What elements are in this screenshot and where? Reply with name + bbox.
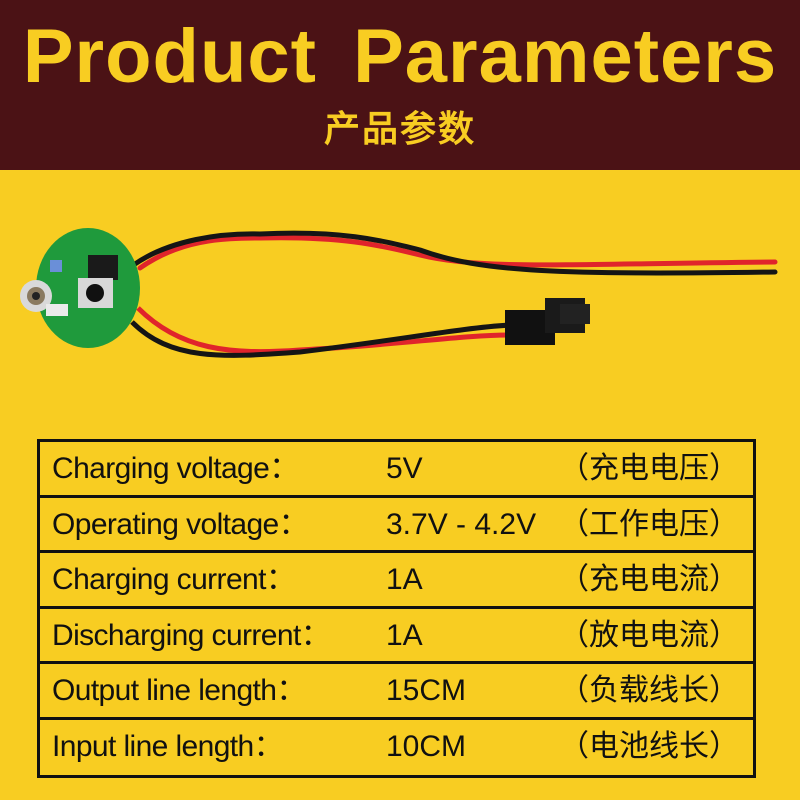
param-value: 3.7V - 4.2V	[386, 507, 537, 541]
table-row: Charging voltage： 5V （充电电压）	[40, 442, 753, 498]
output-wires	[132, 230, 778, 276]
param-label: Operating voltage：	[52, 507, 309, 541]
param-label: Input line length：	[52, 729, 284, 763]
param-value: 5V	[386, 452, 423, 485]
input-wires	[130, 306, 511, 358]
param-chinese: （工作电压）	[559, 507, 739, 541]
param-chinese: （负载线长）	[559, 674, 739, 707]
param-chinese: （放电电流）	[559, 618, 739, 652]
table-row: Charging current： 1A （充电电流）	[40, 553, 753, 609]
param-label: Charging voltage：	[52, 452, 299, 485]
param-value: 1A	[386, 618, 423, 652]
param-chinese: （电池线长）	[559, 729, 739, 763]
param-value: 15CM	[386, 674, 467, 707]
param-value: 10CM	[386, 729, 467, 763]
table-row: Output line length： 15CM （负载线长）	[40, 664, 753, 720]
page-subtitle: 产品参数	[323, 108, 476, 149]
connector	[505, 298, 590, 345]
parameters-table: Charging voltage： 5V （充电电压） Operating vo…	[37, 439, 756, 778]
table-row: Input line length： 10CM （电池线长）	[40, 720, 753, 776]
table-row: Operating voltage： 3.7V - 4.2V （工作电压）	[40, 498, 753, 553]
param-label: Charging current：	[52, 563, 296, 596]
product-photo	[20, 228, 778, 358]
table-row: Discharging current： 1A （放电电流）	[40, 609, 753, 664]
param-chinese: （充电电流）	[559, 563, 739, 596]
param-value: 1A	[386, 563, 423, 596]
page-title: Product Parameters	[22, 14, 778, 99]
pcb-board	[20, 228, 140, 348]
header-banner: Product Parameters 产品参数	[0, 0, 800, 170]
param-chinese: （充电电压）	[559, 452, 739, 485]
param-label: Discharging current：	[52, 618, 331, 652]
param-label: Output line length：	[52, 674, 306, 707]
